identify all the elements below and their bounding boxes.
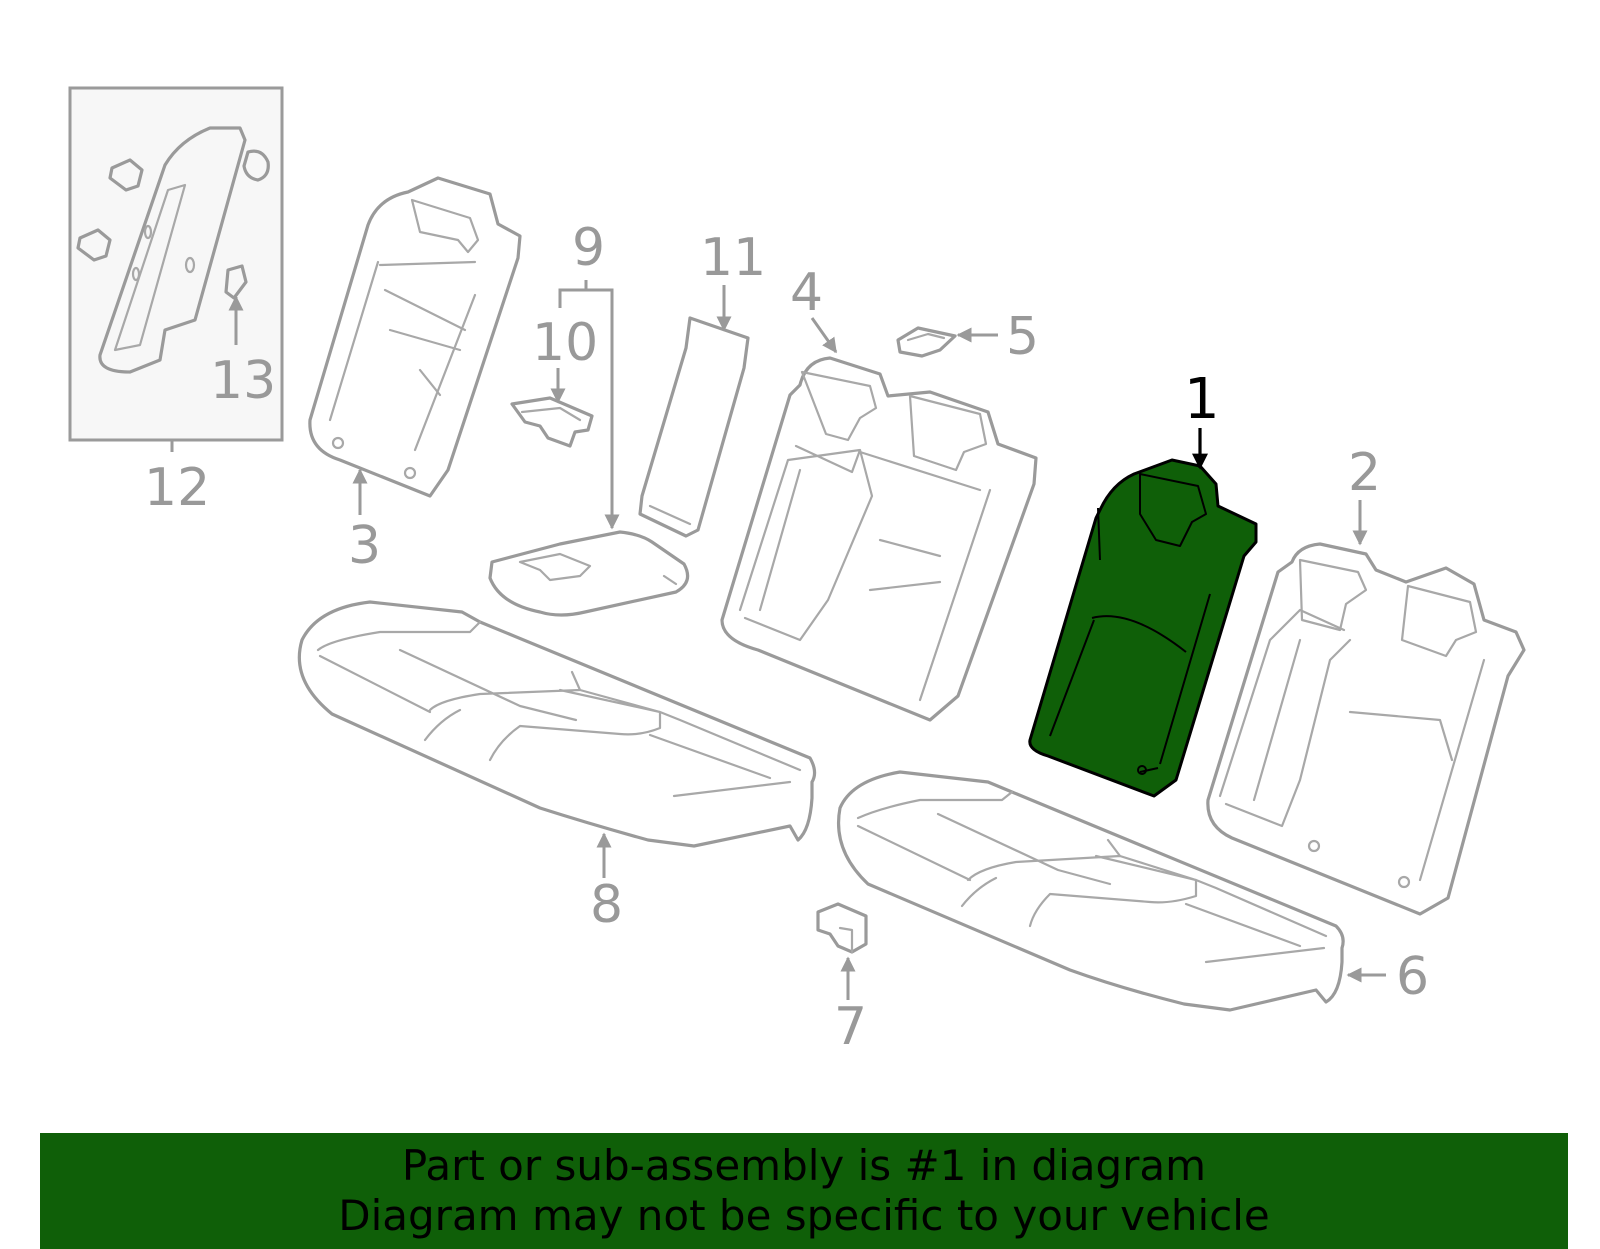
callout-9: 9 <box>572 218 605 278</box>
part-1-seat-back-highlighted[interactable] <box>1028 458 1258 798</box>
callout-6: 6 <box>1396 947 1429 1007</box>
part-3-seat-back-left[interactable] <box>308 176 522 498</box>
banner-line-1: Part or sub-assembly is #1 in diagram <box>401 1141 1207 1190</box>
part-8-seat-cushion-left[interactable] <box>297 600 817 848</box>
callout-7: 7 <box>834 997 867 1057</box>
callout-11: 11 <box>700 228 766 288</box>
callout-3: 3 <box>348 516 381 576</box>
part-2-seat-back-right[interactable] <box>1206 542 1526 916</box>
callout-12: 12 <box>144 458 210 518</box>
callout-1: 1 <box>1184 367 1220 432</box>
part-11-panel[interactable] <box>638 316 750 538</box>
callout-8: 8 <box>590 875 623 935</box>
callout-4: 4 <box>790 263 823 323</box>
part-7-bracket[interactable] <box>816 902 868 954</box>
part-12-inset[interactable] <box>68 86 284 442</box>
callout-5: 5 <box>1006 307 1039 367</box>
callout-13: 13 <box>210 351 276 411</box>
part-10-clip[interactable] <box>510 396 594 448</box>
callout-10: 10 <box>532 313 598 373</box>
part-9-armrest[interactable] <box>488 530 690 617</box>
part-6-seat-cushion-right[interactable] <box>836 770 1345 1012</box>
part-4-seat-back-center[interactable] <box>720 356 1038 722</box>
part-5-clip[interactable] <box>896 326 957 358</box>
part-info-banner: Part or sub-assembly is #1 in diagram Di… <box>40 1133 1568 1249</box>
callout-2: 2 <box>1348 443 1381 503</box>
banner-line-2: Diagram may not be specific to your vehi… <box>338 1191 1270 1240</box>
